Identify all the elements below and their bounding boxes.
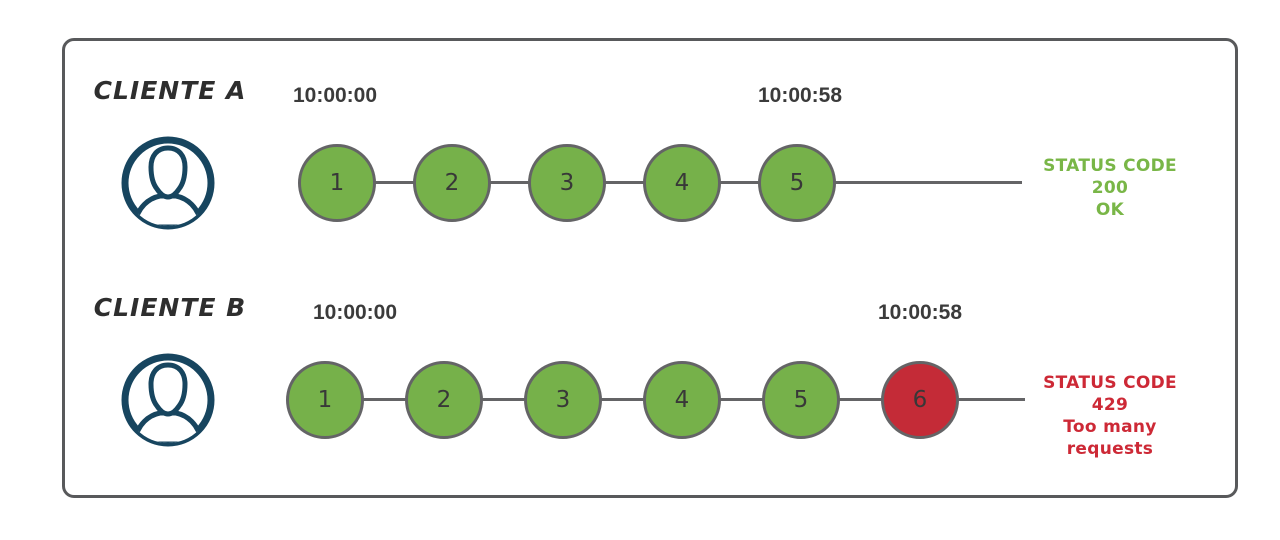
request-node: 1: [298, 144, 376, 222]
client-b-requests: 1 2 3 4 5 6: [286, 361, 959, 439]
request-number: 3: [559, 170, 575, 196]
request-number: 1: [329, 170, 345, 196]
client-a-label: CLIENTE A: [93, 76, 247, 105]
request-node: 4: [643, 144, 721, 222]
request-number: 2: [444, 170, 460, 196]
user-icon: [121, 136, 215, 230]
user-icon: [121, 353, 215, 447]
status-message-text: Too many requests: [1063, 417, 1157, 459]
client-b-end-time: 10:00:58: [877, 301, 963, 324]
client-a-start-time: 10:00:00: [292, 84, 378, 107]
request-node: 5: [758, 144, 836, 222]
request-node: 5: [762, 361, 840, 439]
request-node-rate-limited: 6: [881, 361, 959, 439]
request-node: 3: [524, 361, 602, 439]
request-number: 1: [317, 387, 333, 413]
client-b-status: STATUS CODE 429 Too many requests: [1022, 372, 1198, 460]
request-node: 2: [405, 361, 483, 439]
request-node: 2: [413, 144, 491, 222]
request-number: 4: [674, 170, 690, 196]
request-node: 3: [528, 144, 606, 222]
request-node: 4: [643, 361, 721, 439]
request-number: 3: [555, 387, 571, 413]
request-node: 1: [286, 361, 364, 439]
client-b-start-time: 10:00:00: [312, 301, 398, 324]
client-a-status: STATUS CODE 200 OK: [1022, 155, 1198, 221]
status-code-text: STATUS CODE 200: [1043, 156, 1177, 198]
request-number: 5: [793, 387, 809, 413]
request-number: 5: [789, 170, 805, 196]
client-b-label: CLIENTE B: [93, 293, 247, 322]
request-number: 4: [674, 387, 690, 413]
request-number: 2: [436, 387, 452, 413]
status-code-text: STATUS CODE 429: [1043, 373, 1177, 415]
client-a-requests: 1 2 3 4 5: [298, 144, 836, 222]
request-number: 6: [912, 387, 928, 413]
client-a-end-time: 10:00:58: [757, 84, 843, 107]
status-message-text: OK: [1095, 200, 1125, 220]
